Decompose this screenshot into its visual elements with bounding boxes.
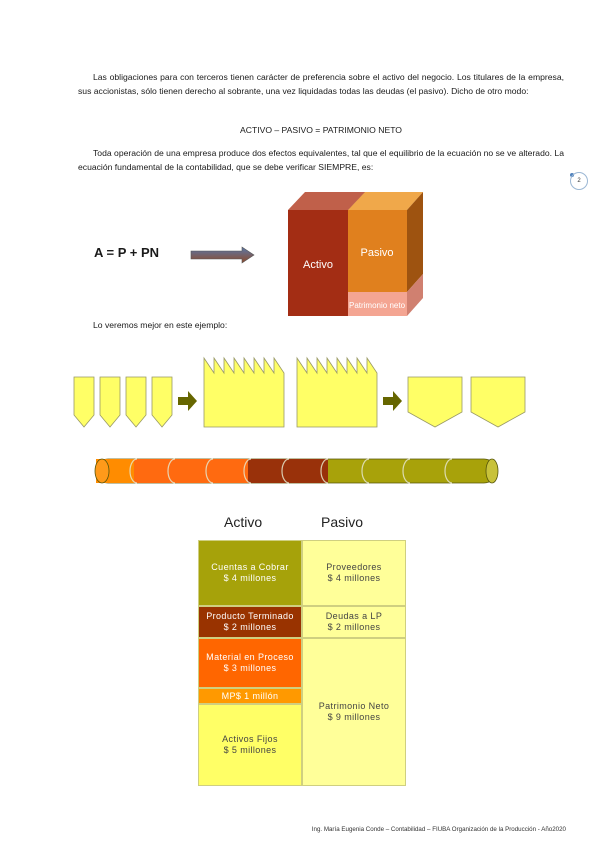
- page-number: 2: [570, 172, 588, 190]
- work-in-process-block: [296, 356, 378, 428]
- patrimonio-neto-cell: Patrimonio Neto$ 9 millones: [302, 638, 406, 786]
- deudas-lp-cell: Deudas a LP$ 2 millones: [302, 606, 406, 638]
- right-arrow-icon: [190, 246, 255, 264]
- paragraph-obligations: Las obligaciones para con terceros tiene…: [78, 72, 564, 97]
- flow-arrow-icon: [383, 391, 402, 411]
- material-en-proceso-cell: Material en Proceso$ 3 millones: [198, 638, 302, 688]
- cube-activo-label: Activo: [303, 259, 333, 271]
- cube-activo-front: [288, 210, 348, 316]
- flow-arrow-icon: [178, 391, 197, 411]
- equation-label: A = P + PN: [94, 245, 160, 260]
- work-in-process-block: [203, 356, 285, 428]
- cube-patrimonio-label: Patrimonio neto: [349, 301, 406, 310]
- raw-material-unit: [99, 376, 121, 428]
- cube-pasivo-label: Pasivo: [360, 247, 393, 259]
- activos-fijos-cell: Activos Fijos$ 5 millones: [198, 704, 302, 786]
- producto-terminado-cell: Producto Terminado$ 2 millones: [198, 606, 302, 638]
- formula-activo-pasivo: ACTIVO – PASIVO = PATRIMONIO NETO: [240, 125, 402, 135]
- paragraph-ecuacion: Toda operación de una empresa produce do…: [78, 148, 564, 173]
- finished-product-unit: [407, 376, 463, 428]
- pipeline-bar-diagram: [94, 458, 499, 484]
- activo-header: Activo: [224, 514, 263, 530]
- production-flow-diagram: [73, 356, 526, 428]
- page-footer: Ing. María Eugenia Conde – Contabilidad …: [311, 826, 566, 833]
- materia-prima-cell: MP$ 1 millón: [198, 688, 302, 704]
- raw-material-unit: [125, 376, 147, 428]
- balance-cube-diagram: Activo Pasivo Patrimonio neto: [288, 192, 423, 316]
- paragraph-ejemplo: Lo veremos mejor en este ejemplo:: [93, 320, 228, 330]
- cuentas-a-cobrar-cell: Cuentas a Cobrar$ 4 millones: [198, 540, 302, 606]
- cube-pasivo-front: [348, 210, 407, 292]
- pasivo-header: Pasivo: [321, 514, 364, 530]
- cube-patrimonio-front: [348, 292, 407, 316]
- raw-material-unit: [73, 376, 95, 428]
- proveedores-cell: Proveedores$ 4 millones: [302, 540, 406, 606]
- finished-product-unit: [470, 376, 526, 428]
- cube-activo-top: [288, 192, 365, 210]
- raw-material-unit: [151, 376, 173, 428]
